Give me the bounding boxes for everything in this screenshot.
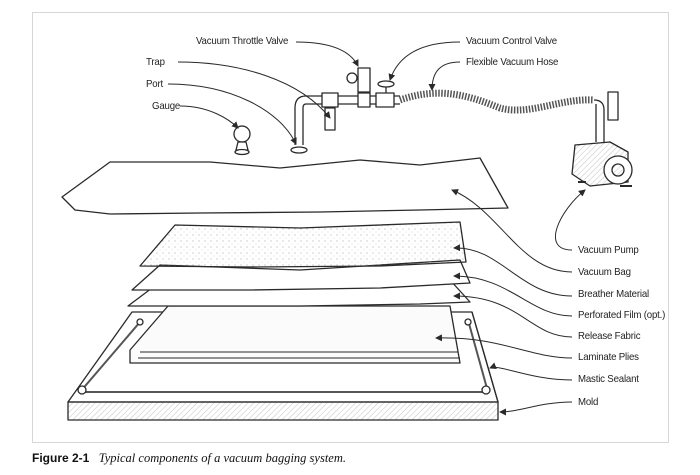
breather-material-layer xyxy=(139,221,467,268)
label-vacuum-throttle-valve: Vacuum Throttle Valve xyxy=(196,35,289,47)
port xyxy=(290,108,308,154)
gauge xyxy=(233,125,251,156)
label-vacuum-pump: Vacuum Pump xyxy=(578,244,639,256)
figure-caption: Figure 2-1 Typical components of a vacuu… xyxy=(32,451,346,466)
flexible-vacuum-hose xyxy=(398,89,595,114)
label-laminate-plies: Laminate Plies xyxy=(578,351,639,363)
label-port: Port xyxy=(146,78,163,90)
figure-caption-text: Typical components of a vacuum bagging s… xyxy=(98,451,346,465)
vacuum-pump xyxy=(571,91,633,187)
figure-number: Figure 2-1 xyxy=(32,451,90,465)
laminate-plies xyxy=(129,305,461,364)
label-flexible-vacuum-hose: Flexible Vacuum Hose xyxy=(466,56,559,68)
label-breather-material: Breather Material xyxy=(578,288,649,300)
label-vacuum-bag: Vacuum Bag xyxy=(578,266,631,278)
label-perforated-film: Perforated Film (opt.) xyxy=(578,309,666,321)
label-mastic-sealant: Mastic Sealant xyxy=(578,373,639,385)
pipe-assembly xyxy=(294,67,400,131)
vacuum-bag-layer xyxy=(61,157,509,215)
label-release-fabric: Release Fabric xyxy=(578,330,641,342)
label-trap: Trap xyxy=(146,56,165,68)
leader-lines xyxy=(167,41,586,416)
label-gauge: Gauge xyxy=(152,100,181,112)
label-mold: Mold xyxy=(578,396,599,408)
label-vacuum-control-valve: Vacuum Control Valve xyxy=(466,35,558,47)
